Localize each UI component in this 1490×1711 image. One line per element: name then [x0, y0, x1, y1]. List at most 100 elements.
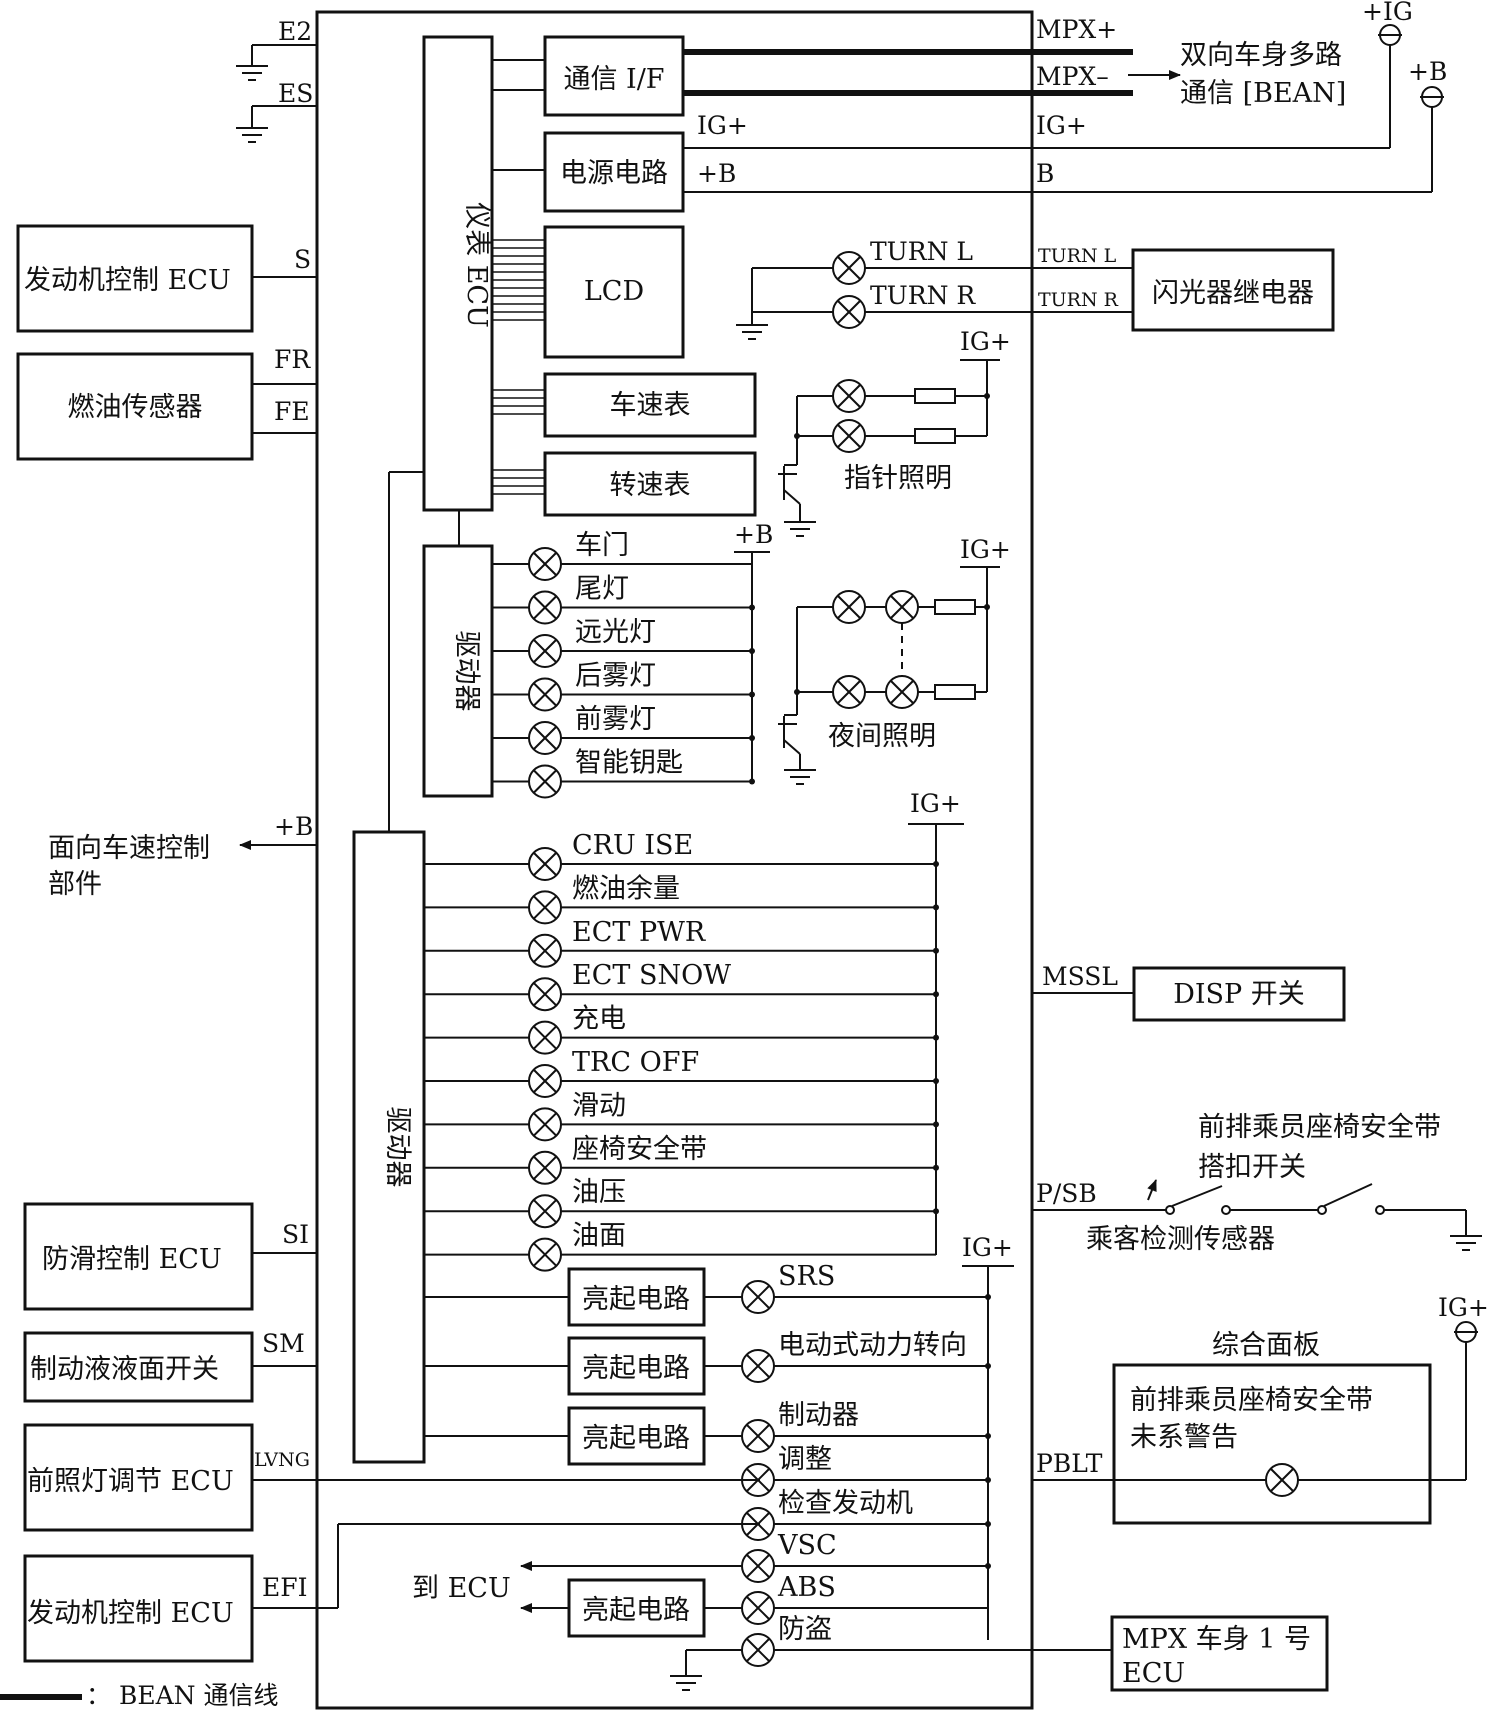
lamp-label: 滑动 — [572, 1090, 626, 1121]
night-light-lamp — [832, 590, 866, 624]
lit-circuit-block: 亮起电路 — [567, 1267, 706, 1327]
svg-text:部件: 部件 — [48, 869, 102, 900]
lamp-label: 后雾灯 — [575, 661, 656, 692]
svg-text:MSSL: MSSL — [1042, 962, 1118, 991]
svg-text:E2: E2 — [278, 17, 312, 46]
svg-text:MPX–: MPX– — [1036, 62, 1109, 91]
lamp-label: 车门 — [575, 530, 629, 561]
svg-text:燃油传感器: 燃油传感器 — [68, 392, 203, 423]
svg-text:搭扣开关: 搭扣开关 — [1198, 1152, 1306, 1183]
svg-text:发动机控制 ECU: 发动机控制 ECU — [24, 265, 231, 296]
headlamp-leveling-ecu: 前照灯调节 ECU LVNG — [23, 1423, 760, 1532]
svg-text:前照灯调节 ECU: 前照灯调节 ECU — [27, 1466, 234, 1497]
lamp-label: 调整 — [778, 1444, 832, 1475]
svg-text:TURN L: TURN L — [1038, 245, 1117, 267]
svg-text:TURN R: TURN R — [1038, 289, 1119, 311]
svg-text:IG+: IG+ — [910, 789, 961, 818]
lamp-label: 油面 — [572, 1221, 626, 1252]
svg-text:IG+: IG+ — [962, 1233, 1013, 1262]
lamp-label: 智能钥匙 — [575, 748, 683, 779]
svg-text:LCD: LCD — [584, 276, 644, 307]
tachometer-block: 转速表 — [492, 451, 757, 517]
engine-ecu-top: 发动机控制 ECU S — [16, 224, 317, 333]
lamp-label: ECT SNOW — [572, 960, 731, 991]
svg-text:驱动器: 驱动器 — [451, 631, 482, 712]
svg-text:FE: FE — [274, 397, 310, 426]
abs-ecu: 防滑控制 ECU SI — [23, 1202, 317, 1311]
night-lighting: IG+ 夜间照明 — [778, 535, 1011, 785]
lamp-label: 远光灯 — [575, 617, 656, 648]
svg-text:MPX+: MPX+ — [1036, 15, 1117, 44]
svg-text:IG+: IG+ — [1036, 111, 1087, 140]
cruise-control-output: +B 面向车速控制 部件 — [48, 471, 424, 900]
svg-text:车速表: 车速表 — [610, 390, 691, 421]
lit-circuit-label: 亮起电路 — [582, 1284, 690, 1315]
needle-lighting: IG+ 指针照明 — [778, 327, 1011, 537]
svg-text:FR: FR — [274, 345, 311, 374]
svg-text:前排乘员座椅安全带: 前排乘员座椅安全带 — [1198, 1112, 1441, 1143]
svg-text:防滑控制 ECU: 防滑控制 ECU — [42, 1244, 222, 1275]
svg-text:发动机控制 ECU: 发动机控制 ECU — [27, 1598, 234, 1629]
svg-text:IG+: IG+ — [1438, 1293, 1489, 1322]
b-supply-line: +B B +B — [683, 57, 1447, 193]
fuel-sensor: 燃油传感器 FR FE — [16, 345, 317, 461]
svg-text:电源电路: 电源电路 — [560, 158, 668, 189]
lamp-label: VSC — [777, 1530, 837, 1561]
svg-text:仪表 ECU: 仪表 ECU — [461, 202, 492, 328]
lamp-label: 防盗 — [778, 1614, 832, 1645]
svg-text:LVNG: LVNG — [254, 1449, 310, 1471]
lamp-label: TURN L — [870, 237, 973, 266]
lit-circuit-label: 亮起电路 — [582, 1595, 690, 1626]
svg-text:驱动器: 驱动器 — [382, 1107, 413, 1188]
svg-text:+B: +B — [274, 812, 313, 841]
svg-text:+B: +B — [697, 159, 736, 188]
bottom-indicator-lamps: IG+ SRS电动式动力转向制动器调整检查发动机VSCABS防盗亮起电路亮起电路… — [424, 1233, 1014, 1667]
disp-switch: MSSL DISP 开关 — [1032, 962, 1346, 1022]
svg-text:DISP 开关: DISP 开关 — [1173, 979, 1305, 1010]
lamp-label: TURN R — [870, 281, 976, 310]
lcd-block: LCD — [492, 225, 685, 359]
night-light-lamp — [885, 675, 919, 709]
svg-text:IG+: IG+ — [960, 535, 1011, 564]
svg-text:前排乘员座椅安全带: 前排乘员座椅安全带 — [1130, 1385, 1373, 1416]
lit-circuit-label: 亮起电路 — [582, 1353, 690, 1384]
svg-text:： BEAN 通信线: ： BEAN 通信线 — [86, 1681, 278, 1710]
night-light-lamp — [832, 675, 866, 709]
lit-circuit-label: 亮起电路 — [582, 1423, 690, 1454]
svg-text:通信 [BEAN]: 通信 [BEAN] — [1180, 78, 1346, 109]
svg-text:IG+: IG+ — [697, 111, 748, 140]
svg-text:SI: SI — [282, 1220, 309, 1249]
lamp-label: SRS — [778, 1261, 835, 1292]
svg-text:制动液液面开关: 制动液液面开关 — [30, 1354, 219, 1385]
flasher-relay: 闪光器继电器 — [1131, 248, 1335, 332]
svg-text:IG+: IG+ — [960, 327, 1011, 356]
passenger-seatbelt-circuit: P/SB 前排乘员座椅安全带 搭扣开关 乘客检测传感器 — [1032, 1112, 1482, 1255]
lamp-label: 制动器 — [778, 1400, 859, 1431]
turn-lamps: TURN L TURN R TURN L TURN R — [736, 237, 1133, 340]
combination-panel: 综合面板 前排乘员座椅安全带 未系警告 PBLT IG+ — [1032, 1293, 1489, 1525]
mpx-body-ecu: MPX 车身 1 号 ECU — [1110, 1615, 1329, 1692]
lamp-label: 油压 — [572, 1177, 626, 1208]
lamp-label: 检查发动机 — [778, 1488, 913, 1519]
power-circuit-block: 电源电路 — [492, 131, 685, 213]
svg-text:+B: +B — [734, 520, 773, 549]
lamp-label: TRC OFF — [572, 1047, 699, 1078]
lamp-label: 电动式动力转向 — [778, 1330, 967, 1361]
lamp-label: 座椅安全带 — [572, 1134, 707, 1165]
svg-text:未系警告: 未系警告 — [1130, 1422, 1238, 1453]
svg-text:转速表: 转速表 — [610, 470, 691, 501]
legend: ： BEAN 通信线 — [0, 1681, 278, 1710]
anti-theft-ground — [670, 1649, 1112, 1691]
lit-circuit-block: 亮起电路 — [567, 1406, 706, 1466]
lamp-label: 前雾灯 — [575, 704, 656, 735]
svg-text:ES: ES — [278, 79, 313, 108]
svg-text:面向车速控制: 面向车速控制 — [48, 833, 210, 864]
svg-text:PBLT: PBLT — [1036, 1449, 1103, 1478]
ig-supply-line: IG+ IG+ +IG — [683, 0, 1413, 149]
lit-circuit-block: 亮起电路 — [567, 1336, 706, 1396]
comm-if-block: 通信 I/F — [492, 35, 685, 117]
svg-text:闪光器继电器: 闪光器继电器 — [1152, 278, 1314, 309]
